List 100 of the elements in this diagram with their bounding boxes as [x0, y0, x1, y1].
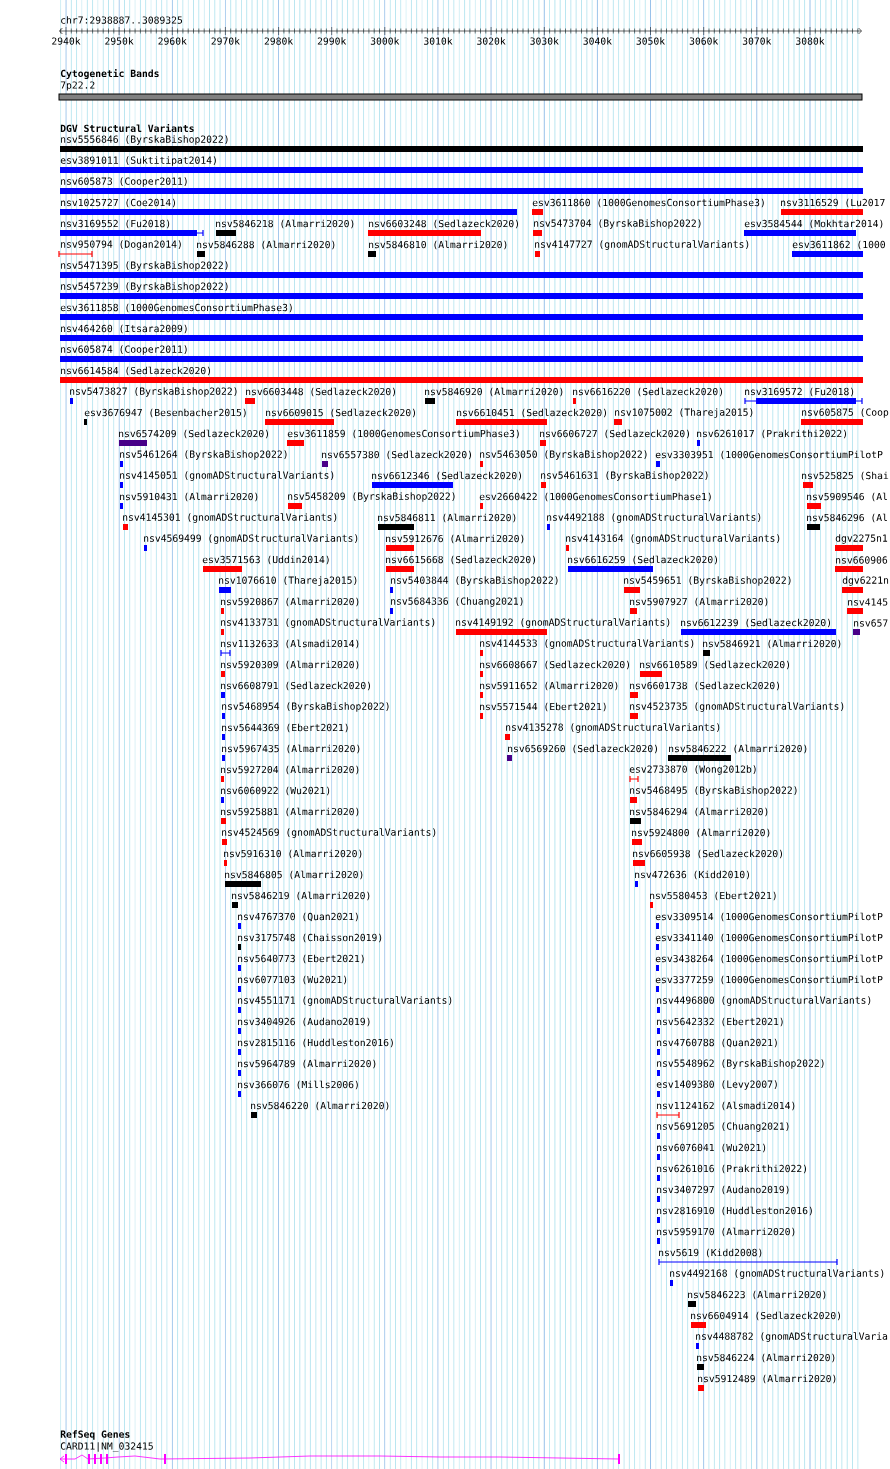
variant-label: nsv6261017 (Prakrithi2022) — [697, 429, 846, 439]
variant-label: nsv5471395 (ByrskaBishop2022) — [61, 261, 228, 271]
variant-label: esv3611862 (1000 — [792, 240, 885, 250]
variant-label: nsv4149192 (gnomADStructuralVariants) — [456, 618, 670, 628]
variant-label: nsv5907927 (Almarri2020) — [630, 597, 768, 607]
variant-label: nsv4551171 (gnomADStructuralVariants) — [238, 996, 452, 1006]
variant-label: nsv6574209 (Sedlazeck2020) — [119, 429, 268, 439]
variant-label: nsv5461264 (ByrskaBishop2022) — [120, 450, 287, 460]
variant-label: nsv5691205 (Chuang2021) — [657, 1122, 789, 1132]
tick-label: 3010k — [424, 37, 453, 45]
coordinate-label: chr7:2938887..3089325 — [61, 16, 183, 24]
variant-label: nsv605874 (Cooper2011) — [61, 345, 187, 355]
variant-label: nsv6616220 (Sedlazeck2020) — [573, 387, 722, 397]
variant-label: nsv6601738 (Sedlazeck2020) — [630, 681, 779, 691]
tick-label: 2950k — [105, 37, 134, 45]
variant-label: nsv5846224 (Almarri2020) — [697, 1353, 835, 1363]
variant-label: nsv4143164 (gnomADStructuralVariants) — [566, 534, 780, 544]
variant-label: nsv660906 — [836, 556, 888, 564]
variant-label: nsv5619 (Kidd2008) — [659, 1248, 762, 1258]
variant-label: nsv5846294 (Almarri2020) — [630, 807, 768, 817]
band-label: 7p22.2 — [60, 81, 95, 91]
variant-label: nsv5911652 (Almarri2020) — [480, 681, 618, 691]
variant-label: nsv6603448 (Sedlazeck2020) — [246, 387, 395, 397]
variant-label: nsv4145051 (gnomADStructuralVariants) — [120, 471, 334, 481]
tick-label: 3000k — [370, 37, 400, 45]
variant-label: nsv5642332 (Ebert2021) — [657, 1017, 783, 1027]
tick-label: 3070k — [742, 37, 772, 45]
variant-label: nsv6610451 (Sedlazeck2020) — [457, 408, 606, 418]
variant-label: nsv5925881 (Almarri2020) — [221, 807, 359, 817]
variant-label: nsv4492168 (gnomADStructuralVariants) — [670, 1269, 884, 1279]
variant-label: nsv5846805 (Almarri2020) — [225, 870, 363, 880]
variant-label: nsv5644369 (Ebert2021) — [222, 723, 348, 733]
variant-label: nsv5548962 (ByrskaBishop2022) — [657, 1059, 824, 1069]
variant-label: nsv5458209 (ByrskaBishop2022) — [288, 492, 455, 502]
tick-label: 2980k — [264, 37, 294, 45]
variant-label: nsv5403844 (ByrskaBishop2022) — [391, 576, 558, 586]
variant-label: nsv5473827 (ByrskaBishop2022) — [70, 387, 237, 397]
variant-label: nsv2816910 (Huddleston2016) — [657, 1206, 812, 1216]
variant-label: nsv6076041 (Wu2021) — [657, 1143, 766, 1153]
variant-label: nsv1076610 (Thareja2015) — [219, 576, 357, 586]
variant-label: nsv5846220 (Almarri2020) — [251, 1101, 389, 1111]
variant-label: esv3303951 (1000GenomesConsortiumPilotP — [655, 450, 883, 460]
variant-label: nsv5964789 (Almarri2020) — [238, 1059, 376, 1069]
variant-label: nsv4144533 (gnomADStructuralVariants) — [480, 639, 694, 649]
variant-label: nsv5846219 (Almarri2020) — [232, 891, 370, 901]
variant-label: nsv3169552 (Fu2018) — [61, 219, 170, 229]
variant-label: nsv4767370 (Quan2021) — [238, 912, 358, 922]
variant-label: nsv657 — [854, 619, 888, 627]
tick-label: 3060k — [689, 37, 719, 45]
variant-label: nsv1124162 (Alsmadi2014) — [657, 1101, 795, 1111]
variant-label: nsv1075002 (Thareja2015) — [615, 408, 753, 418]
variant-label: nsv5580453 (Ebert2021) — [650, 891, 776, 901]
tick-label: 2970k — [211, 37, 240, 45]
tick-label: 3050k — [636, 37, 665, 45]
variant-label: nsv6610589 (Sedlazeck2020) — [640, 660, 789, 670]
variant-label: nsv5468954 (ByrskaBishop2022) — [222, 702, 389, 712]
variant-label: nsv5459651 (ByrskaBishop2022) — [624, 576, 791, 586]
variant-label: nsv6616259 (Sedlazeck2020) — [568, 555, 717, 565]
variant-label: nsv5959170 (Almarri2020) — [657, 1227, 795, 1237]
variant-label: nsv5640773 (Ebert2021) — [238, 954, 364, 964]
variant-label: nsv4492188 (gnomADStructuralVariants) — [547, 513, 761, 523]
variant-label: nsv366076 (Mills2006) — [238, 1080, 358, 1090]
track-title: DGV Structural Variants — [60, 124, 194, 132]
variant-label: esv2660422 (1000GenomesConsortiumPhase1) — [479, 492, 711, 502]
variant-label: nsv6615668 (Sedlazeck2020) — [386, 555, 535, 565]
variant-label: nsv464260 (Itsara2009) — [61, 324, 187, 334]
variant-label: nsv5846218 (Almarri2020) — [216, 219, 354, 229]
variant-label: nsv5924800 (Almarri2020) — [632, 828, 770, 838]
variant-label: esv3341140 (1000GenomesConsortiumPilotP — [655, 933, 883, 943]
variant-label: nsv5463050 (ByrskaBishop2022) — [480, 450, 647, 460]
variant-label: nsv5920867 (Almarri2020) — [221, 597, 359, 607]
variant-label: nsv5461631 (ByrskaBishop2022) — [541, 471, 708, 481]
variant-label: nsv5846810 (Almarri2020) — [369, 240, 507, 250]
variant-label: nsv5846811 (Almarri2020) — [378, 513, 516, 523]
variant-label: nsv5846288 (Almarri2020) — [197, 240, 335, 250]
variant-label: nsv6060922 (Wu2021) — [221, 786, 330, 796]
variant-label: nsv6606727 (Sedlazeck2020) — [540, 429, 689, 439]
tick-label: 2940k — [52, 37, 81, 45]
variant-label: nsv5846921 (Almarri2020) — [703, 639, 841, 649]
variant-label: esv3611858 (1000GenomesConsortiumPhase3) — [60, 303, 292, 313]
variant-label: nsv5684336 (Chuang2021) — [391, 597, 523, 607]
variant-label: nsv5967435 (Almarri2020) — [222, 744, 360, 754]
variant-label: nsv5846223 (Almarri2020) — [688, 1290, 826, 1300]
tick-label: 2960k — [158, 37, 187, 45]
variant-label: nsv6614584 (Sedlazeck2020) — [61, 366, 210, 376]
tick-label: 3030k — [530, 37, 559, 45]
tick-label: 3080k — [796, 37, 825, 45]
variant-label: nsv472636 (Kidd2010) — [635, 870, 749, 880]
variant-label: nsv6612239 (Sedlazeck2020) — [681, 618, 830, 628]
variant-label: nsv1132633 (Alsmadi2014) — [221, 639, 359, 649]
variant-label: nsv4524569 (gnomADStructuralVariants) — [222, 828, 436, 838]
gene-label: CARD11|NM_032415 — [60, 1442, 153, 1452]
variant-label: nsv6608667 (Sedlazeck2020) — [480, 660, 629, 670]
variant-label: nsv4569499 (gnomADStructuralVariants) — [144, 534, 358, 544]
variant-label: nsv2815116 (Huddleston2016) — [238, 1038, 393, 1048]
variant-label: nsv5473704 (ByrskaBishop2022) — [534, 219, 701, 229]
variant-label: nsv6605938 (Sedlazeck2020) — [633, 849, 782, 859]
variant-label: nsv5556846 (ByrskaBishop2022) — [61, 135, 228, 145]
tick-label: 2990k — [317, 37, 347, 45]
variant-label: nsv4488782 (gnomADStructuralVaria — [696, 1332, 888, 1342]
